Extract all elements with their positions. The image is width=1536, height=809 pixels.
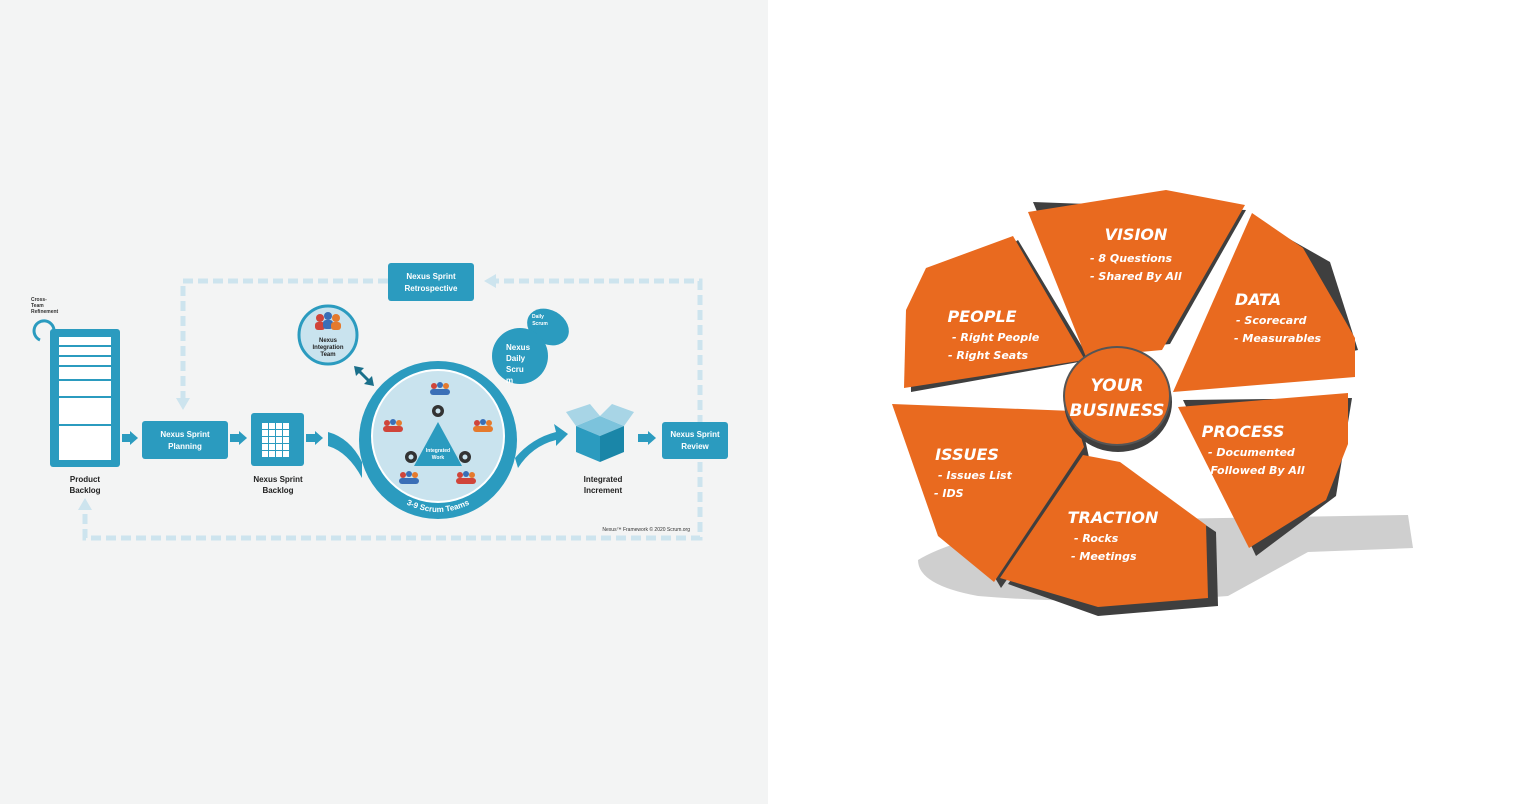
eos-wheel-diagram: YOUR BUSINESS VISION - 8 Questions - Sha… <box>892 190 1413 616</box>
review-label-2: Review <box>681 442 709 451</box>
integrated-work-label-2: Work <box>432 455 445 461</box>
daily-scrum-label-3: Scru <box>506 365 524 374</box>
integrated-work-label-1: Integrated <box>426 448 450 454</box>
nexus-diagram: Nexus Sprint Retrospective Cross- Team R… <box>31 263 728 541</box>
data-item-2: - Measurables <box>1234 332 1322 345</box>
data-title: DATA <box>1235 290 1281 309</box>
team-gear-icons <box>405 405 471 463</box>
review-label-1: Nexus Sprint <box>670 430 720 439</box>
integration-link-head-1 <box>354 366 364 376</box>
daily-scrum-small-label-1: Daily <box>532 314 544 320</box>
integration-link-head-2 <box>364 376 374 386</box>
issues-title: ISSUES <box>935 445 999 464</box>
planning-arrowhead <box>176 398 190 410</box>
people-item-2: - Right Seats <box>948 349 1028 362</box>
feedback-loop-lines <box>82 278 703 541</box>
copyright-text: Nexus™ Framework © 2020 Scrum.org <box>602 526 690 533</box>
process-item-2: - Followed By All <box>1202 464 1305 477</box>
refinement-cycle-icon <box>32 319 56 342</box>
product-backlog-rows <box>59 337 111 460</box>
hub-label-1: YOUR <box>1090 376 1143 396</box>
vision-item-2: - Shared By All <box>1090 270 1182 283</box>
flow-arrow-1-head <box>130 431 138 445</box>
retrospective-box <box>388 263 474 301</box>
integration-team-label-2: Integration <box>313 345 344 351</box>
process-title: PROCESS <box>1202 422 1285 441</box>
nexus-framework-panel: Nexus Sprint Retrospective Cross- Team R… <box>0 0 768 804</box>
people-title: PEOPLE <box>947 307 1016 326</box>
hub-label-2: BUSINESS <box>1069 401 1164 421</box>
flow-arrow-4-head <box>648 431 656 445</box>
flow-arrow-2-stem <box>230 434 239 442</box>
flow-arrow-4-stem <box>638 434 648 442</box>
planning-box <box>142 421 228 459</box>
retro-arrowhead <box>484 274 496 288</box>
increment-label-2: Increment <box>584 486 623 495</box>
flow-arrow-2-head <box>239 431 247 445</box>
segment-people <box>904 236 1085 388</box>
planning-label-1: Nexus Sprint <box>160 430 210 439</box>
segment-traction <box>1000 455 1208 607</box>
team-people-icons <box>383 382 493 484</box>
daily-scrum-label-4: m <box>506 376 513 385</box>
integration-team-people-icon <box>315 312 341 330</box>
cross-team-label-2: Team <box>31 303 44 309</box>
people-item-1: - Right People <box>952 331 1040 344</box>
product-backlog-label-1: Product <box>70 475 101 484</box>
sprint-backlog-grid <box>262 423 289 457</box>
issues-item-1: - Issues List <box>938 469 1013 482</box>
flow-arrow-3-head <box>315 431 323 445</box>
hub-circle <box>1063 346 1171 446</box>
backlog-arrowhead <box>78 498 92 510</box>
integration-team-label-1: Nexus <box>319 338 338 344</box>
daily-scrum-bubble <box>492 328 548 384</box>
traction-title: TRACTION <box>1068 508 1159 527</box>
eos-model-panel: YOUR BUSINESS VISION - 8 Questions - Sha… <box>768 0 1536 804</box>
sprint-backlog-label-1: Nexus Sprint <box>253 475 303 484</box>
sweep-in-arrow <box>328 432 362 478</box>
retrospective-label-2: Retrospective <box>405 284 458 293</box>
daily-scrum-label-1: Nexus <box>506 343 531 352</box>
retrospective-label-1: Nexus Sprint <box>406 272 456 281</box>
segment-process <box>1178 393 1348 548</box>
segment-data <box>1173 213 1355 392</box>
data-item-1: - Scorecard <box>1236 314 1307 327</box>
flow-arrow-3-stem <box>306 434 315 442</box>
product-backlog-label-2: Backlog <box>69 486 100 495</box>
traction-item-1: - Rocks <box>1074 532 1119 545</box>
daily-scrum-label-2: Daily <box>506 354 526 363</box>
vision-title: VISION <box>1105 225 1168 244</box>
integrated-work-triangle <box>414 422 462 466</box>
integration-team-circle <box>297 304 359 366</box>
cross-team-label-3: Refinement <box>31 309 59 315</box>
cross-team-label-1: Cross- <box>31 297 47 303</box>
integration-team-label-3: Team <box>320 352 335 358</box>
increment-label-1: Integrated <box>584 475 623 484</box>
sprint-backlog-label-2: Backlog <box>262 486 293 495</box>
flow-arrow-1-stem <box>122 434 130 442</box>
process-item-1: - Documented <box>1208 446 1295 459</box>
integrated-increment-box-icon <box>566 404 634 462</box>
daily-scrum-small-label-2: Scrum <box>532 321 548 327</box>
planning-label-2: Planning <box>168 442 202 451</box>
review-box <box>662 422 728 459</box>
issues-item-2: - IDS <box>934 487 964 500</box>
traction-item-2: - Meetings <box>1071 550 1137 563</box>
vision-item-1: - 8 Questions <box>1090 252 1172 265</box>
segment-vision <box>1028 190 1245 357</box>
sweep-out-arrow <box>515 424 568 468</box>
segment-issues <box>892 404 1084 582</box>
